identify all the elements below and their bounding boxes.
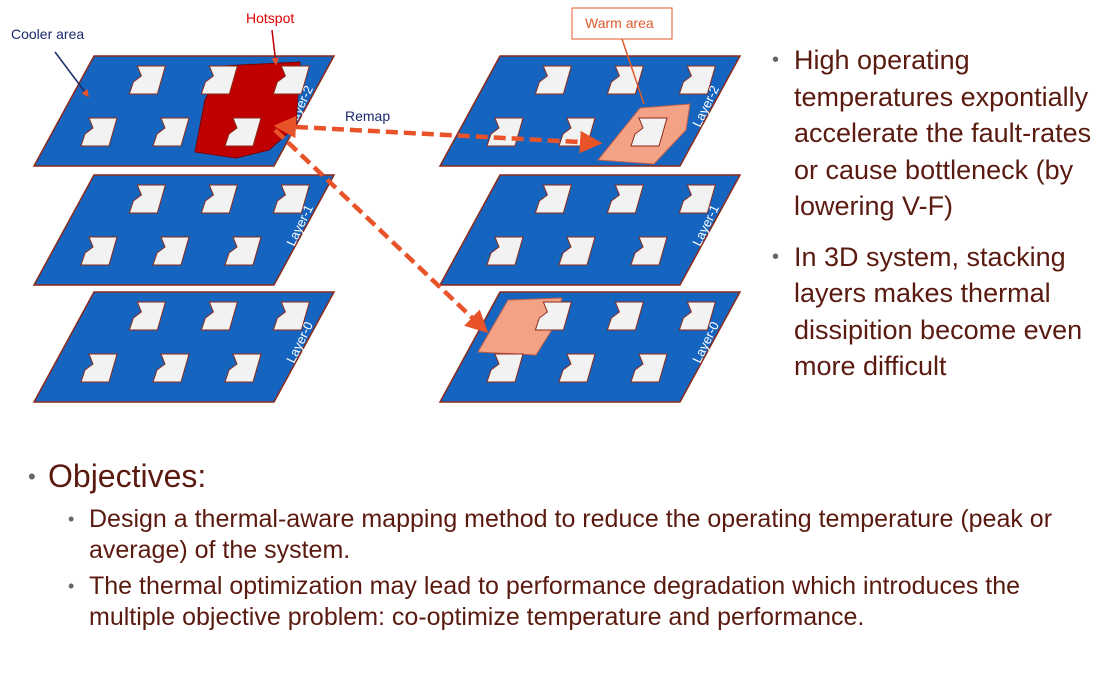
side-bullet-text: In 3D system, stacking layers makes ther… [794,241,1083,382]
objectives-section: • Objectives: • Design a thermal-aware map… [28,456,1093,638]
bullet-dot-icon: • [772,49,780,71]
objective-text: The thermal optimization may lead to per… [89,572,1021,631]
side-bullet-item: • High operating temperatures expontially… [772,42,1097,225]
bullet-dot-icon: • [68,509,75,529]
left-core-chip [272,301,311,331]
right-core-chip [486,353,524,383]
right-core-chip [630,353,668,383]
bullet-dot-icon: • [68,576,75,596]
cooler-area-pointer [54,51,89,98]
side-bullet-item: • In 3D system, stacking layers makes the… [772,239,1097,385]
hotspot-label: Hotspot [246,10,294,26]
left-core-chip [128,184,167,214]
warm-area-box [571,7,673,40]
left-core-chip [152,117,190,147]
objective-item: • Design a thermal-aware mapping method t… [68,504,1093,566]
left-core-chip [200,65,239,95]
left-core-chip [80,353,118,383]
right-core-chip [678,184,717,214]
bullet-dot-icon: • [28,464,36,489]
right-core-chip [534,184,573,214]
objectives-list: • Design a thermal-aware mapping method t… [68,504,1093,633]
right-core-chip [606,184,645,214]
left-core-chip [80,117,118,147]
remap-label: Remap [345,108,390,124]
warm-area-pointer [621,38,645,105]
right-core-chip [630,117,668,147]
left-core-chip [224,117,262,147]
left-core-chip [224,353,262,383]
right-core-chip [630,236,668,266]
left-core-chip [200,301,239,331]
right-core-chip [534,65,573,95]
bullet-dot-icon: • [772,245,780,268]
objectives-title: Objectives: [48,458,207,494]
right-core-chip [678,65,717,95]
left-core-chip [224,236,262,266]
left-core-chip [152,353,190,383]
warm-area-label: Warm area [585,15,654,31]
right-core-chip [486,236,524,266]
left-core-chip [272,65,311,95]
objective-item: • The thermal optimization may lead to pe… [68,571,1093,633]
left-core-chip [80,236,118,266]
right-core-chip [606,301,645,331]
left-core-chip [272,184,311,214]
left-core-chip [128,65,167,95]
left-core-chip [200,184,239,214]
right-core-chip [606,65,645,95]
hotspot-pointer [271,29,280,66]
right-core-chip [558,236,596,266]
warm-area-region-layer-0 [477,297,563,356]
objective-text: Design a thermal-aware mapping method to… [89,505,1053,564]
right-core-chip [678,301,717,331]
remap-arrow-diagonal [273,128,489,334]
side-bullet-text: High operating temperatures expontially … [794,45,1092,221]
left-core-chip [128,301,167,331]
cooler-area-label: Cooler area [11,26,84,42]
objectives-heading: • Objectives: [28,456,1093,496]
right-core-chip [534,301,573,331]
left-core-chip [152,236,190,266]
right-core-chip [558,353,596,383]
side-bullet-list: • High operating temperatures expontially… [772,42,1097,399]
